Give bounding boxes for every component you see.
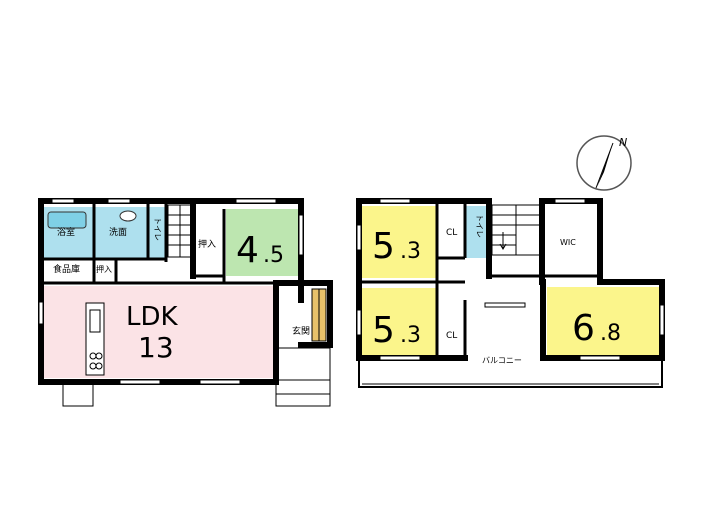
- bedroom-a-area: [362, 206, 437, 278]
- compass-circle: [576, 135, 632, 191]
- ldk-area: [41, 286, 276, 378]
- bedroom-b-size-int: 5: [372, 310, 395, 351]
- japanese-room-area: [226, 209, 301, 276]
- ldk-label: LDK: [126, 302, 179, 332]
- ldk-size: 13: [138, 331, 174, 364]
- bedroom-a-size-int: 5: [372, 226, 395, 267]
- bedroom-c-size-dec: .8: [600, 321, 621, 346]
- storage-closet-label: 押入: [198, 238, 216, 250]
- toilet-label: トイレ: [153, 217, 162, 241]
- washroom-label: 洗面: [109, 226, 127, 238]
- bedroom-c-size-int: 6: [572, 308, 595, 349]
- bedroom-a-size-dec: .3: [400, 239, 421, 264]
- toilet-2-label: トイレ: [475, 214, 484, 238]
- bedroom-c-area: [547, 287, 660, 356]
- bedroom-a-closet-label: CL: [446, 228, 457, 238]
- toilet-2-area: [466, 206, 488, 258]
- japanese-room-size-dec: .5: [263, 243, 284, 268]
- balcony-label: バルコニー: [482, 356, 522, 365]
- bath-label: 浴室: [57, 226, 75, 238]
- compass-north-label: N: [619, 136, 627, 149]
- toilet-area: [148, 207, 165, 259]
- compass: N: [576, 135, 632, 191]
- entrance-label: 玄関: [292, 325, 310, 337]
- pantry-label: 食品庫: [53, 263, 80, 275]
- bedroom-b-area: [362, 288, 437, 355]
- bathtub-icon: [47, 211, 87, 229]
- wic-label: WIC: [560, 238, 576, 247]
- bedroom-b-size-dec: .3: [400, 323, 421, 348]
- japanese-room-size-int: 4: [236, 230, 259, 271]
- floor-1: 浴室 洗面 トイレ 押入 4 .5 食品庫 押入 LDK 13 玄関: [38, 198, 333, 407]
- pantry-closet-label: 押入: [96, 264, 112, 274]
- bedroom-b-closet-label: CL: [446, 331, 457, 341]
- floor-2: 5 .3 CL トイレ WIC 5 .3 CL 6 .8 バルコニー: [356, 198, 665, 388]
